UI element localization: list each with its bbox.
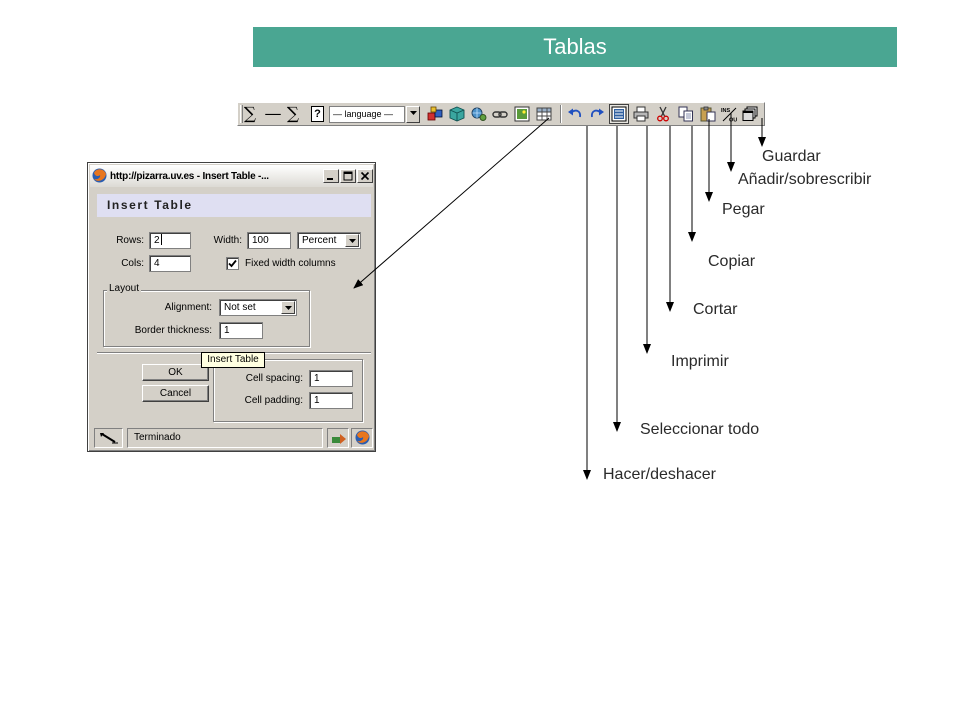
alignment-label: Alignment: [164, 302, 212, 313]
spacing-fieldset [213, 359, 363, 422]
box-3d-icon[interactable] [449, 106, 465, 122]
minimize-icon [327, 178, 333, 180]
annotation-cut: Cortar [693, 301, 738, 318]
annotation-select-all: Seleccionar todo [640, 421, 760, 438]
annotation-insert-overwrite: Añadir/sobrescribir [738, 171, 872, 188]
alignment-select[interactable]: Not set [219, 299, 297, 316]
close-icon [360, 171, 370, 181]
copy-icon[interactable] [678, 106, 694, 122]
firefox-icon [92, 168, 107, 183]
arrow-table-to-dialog [353, 117, 550, 289]
status-edit-panel[interactable] [94, 428, 123, 448]
status-connection-panel[interactable] [327, 428, 349, 448]
cell-spacing-label: Cell spacing: [245, 373, 303, 384]
status-text: Terminado [127, 428, 323, 448]
help-button[interactable]: ? [311, 106, 324, 122]
width-unit-value: Percent [302, 235, 337, 246]
dialog-title-bar[interactable]: http://pizarra.uv.es - Insert Table -... [90, 165, 373, 187]
insert-table-dialog: http://pizarra.uv.es - Insert Table -...… [87, 162, 376, 452]
table-icon[interactable] [536, 106, 552, 122]
cut-icon[interactable] [655, 106, 671, 122]
firefox-icon [355, 430, 370, 445]
pen-icon [100, 433, 118, 444]
insert-table-tooltip: Insert Table [201, 352, 265, 368]
save-icon[interactable] [742, 106, 758, 122]
status-firefox-panel[interactable] [351, 428, 373, 448]
cell-padding-input[interactable]: 1 [309, 392, 353, 409]
annotation-undo-redo: Hacer/deshacer [603, 466, 716, 483]
cols-label: Cols: [121, 258, 144, 269]
cancel-button[interactable]: Cancel [142, 385, 209, 402]
maximize-icon [343, 171, 353, 181]
connection-icon [332, 434, 346, 444]
paste-icon[interactable] [700, 106, 716, 122]
annotation-paste: Pegar [722, 201, 765, 218]
link-icon[interactable] [492, 106, 508, 122]
border-thickness-label: Border thickness: [134, 325, 212, 336]
slide-title-banner: Tablas [253, 27, 897, 67]
toolbar-grip[interactable] [240, 105, 243, 123]
border-thickness-input[interactable]: 1 [219, 322, 263, 339]
image-icon[interactable] [514, 106, 530, 122]
width-unit-select[interactable]: Percent [297, 232, 361, 249]
cols-input[interactable]: 4 [149, 255, 191, 272]
horizontal-rule-button[interactable]: — [264, 104, 282, 124]
chevron-down-icon [349, 239, 356, 243]
editor-toolbar: ∑ — ∑ ? — language — [237, 102, 765, 126]
math-sum-button[interactable]: ∑ [243, 104, 257, 124]
rows-input[interactable]: 2 [149, 232, 191, 249]
chevron-down-icon [285, 306, 292, 310]
insert-mode-label: INS [721, 108, 731, 114]
undo-icon[interactable] [567, 106, 583, 122]
close-button[interactable] [357, 169, 373, 183]
blocks-icon[interactable] [427, 106, 443, 122]
checkmark-icon [228, 259, 237, 268]
overwrite-mode-label: OU [729, 118, 737, 123]
annotation-print: Imprimir [671, 353, 729, 370]
dialog-window-title: http://pizarra.uv.es - Insert Table -... [110, 171, 269, 182]
width-label: Width: [213, 235, 242, 246]
status-bar: Terminado [91, 428, 373, 448]
chevron-down-icon [410, 111, 417, 115]
width-unit-arrow[interactable] [345, 234, 359, 247]
cell-spacing-input[interactable]: 1 [309, 370, 353, 387]
math-inline-button[interactable]: ∑ [286, 104, 300, 124]
alignment-value: Not set [224, 302, 256, 313]
width-input[interactable]: 100 [247, 232, 291, 249]
toolbar-separator [560, 105, 562, 123]
minimize-button[interactable] [323, 169, 339, 183]
annotation-save: Guardar [762, 148, 821, 165]
layout-fieldset [103, 290, 310, 347]
insert-overwrite-icon[interactable]: INS OU [721, 106, 737, 122]
select-all-icon[interactable] [611, 106, 627, 122]
rows-label: Rows: [116, 235, 144, 246]
fixed-width-checkbox[interactable] [226, 257, 239, 270]
slide-title: Tablas [543, 34, 607, 59]
cell-padding-label: Cell padding: [244, 395, 303, 406]
globe-icon[interactable] [471, 106, 487, 122]
fixed-width-label: Fixed width columns [245, 258, 336, 269]
print-icon[interactable] [633, 106, 649, 122]
dialog-header: Insert Table [97, 194, 371, 217]
rows-value: 2 [154, 235, 160, 246]
ok-button[interactable]: OK [142, 364, 209, 381]
text-caret [160, 234, 162, 245]
language-select-arrow[interactable] [406, 106, 420, 123]
maximize-button[interactable] [340, 169, 356, 183]
language-select[interactable]: — language — [329, 106, 405, 123]
redo-icon[interactable] [589, 106, 605, 122]
annotation-copy: Copiar [708, 253, 756, 270]
alignment-arrow[interactable] [281, 301, 295, 314]
layout-legend: Layout [107, 283, 142, 295]
